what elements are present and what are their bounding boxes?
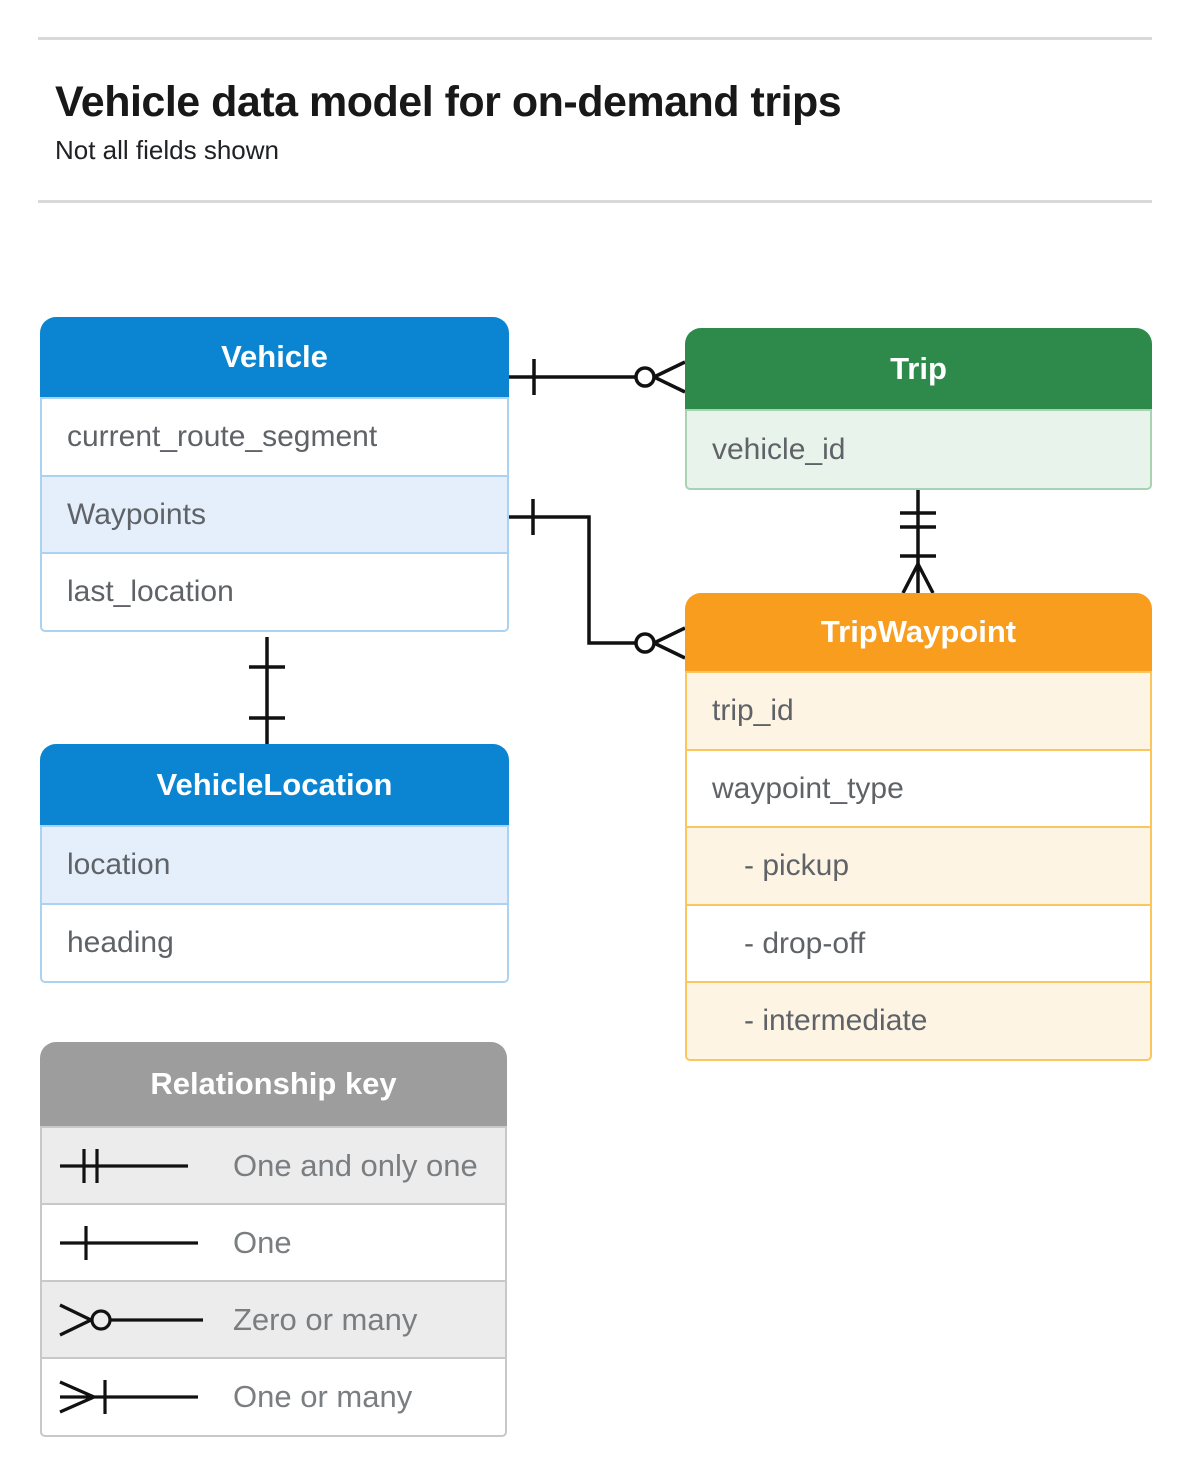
one-and-only-one-icon (58, 1146, 208, 1186)
table-row: vehicle_id (685, 409, 1152, 490)
legend-row: One and only one (40, 1126, 507, 1206)
legend-row: One (40, 1203, 507, 1283)
legend-label: Zero or many (233, 1301, 418, 1337)
top-divider (38, 37, 1152, 40)
table-body: vehicle_id (685, 409, 1152, 490)
table-row: trip_id (685, 671, 1152, 751)
legend-label: One or many (233, 1378, 413, 1414)
table-header-tripwaypoint: TripWaypoint (685, 593, 1152, 671)
table-row: current_route_segment (40, 397, 509, 477)
page-title: Vehicle data model for on-demand trips (55, 78, 842, 126)
table-header-vehiclelocation: VehicleLocation (40, 744, 509, 825)
table-row: - intermediate (685, 981, 1152, 1061)
table-row: - pickup (685, 826, 1152, 906)
legend-row: Zero or many (40, 1280, 507, 1360)
table-row: - drop-off (685, 903, 1152, 984)
header-divider (38, 200, 1152, 203)
connector-vehicle-trip (509, 359, 686, 395)
one-icon (58, 1223, 208, 1263)
table-row: heading (40, 902, 509, 983)
table-row: Waypoints (40, 474, 509, 555)
one-or-many-icon (58, 1377, 208, 1417)
connector-waypoints-tripwaypoint (509, 499, 686, 660)
table-row: waypoint_type (685, 748, 1152, 829)
legend-label: One (233, 1224, 292, 1260)
connector-vehicle-vehiclelocation (249, 637, 285, 744)
zero-or-many-icon (58, 1300, 208, 1340)
relationship-key-header: Relationship key (40, 1042, 507, 1126)
legend-row: One or many (40, 1357, 507, 1437)
page-subtitle: Not all fields shown (55, 135, 279, 165)
table-header-vehicle: Vehicle (40, 317, 509, 397)
connector-trip-tripwaypoint (900, 490, 936, 594)
table-row: last_location (40, 552, 509, 632)
table-row: location (40, 825, 509, 905)
table-header-trip: Trip (685, 328, 1152, 409)
legend-label: One and only one (233, 1147, 478, 1183)
